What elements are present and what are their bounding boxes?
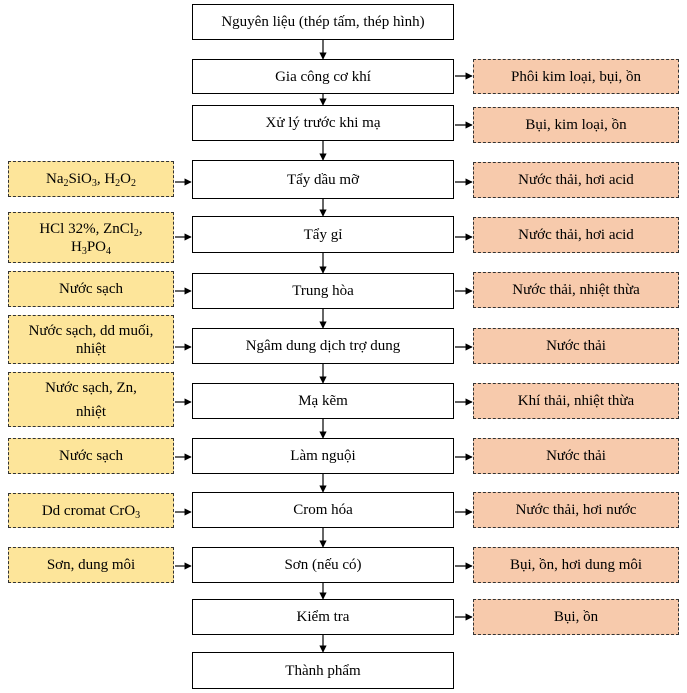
step-kiem-tra: Kiểm tra — [192, 599, 454, 635]
step-thanh-pham: Thành phẩm — [192, 652, 454, 689]
step-nguyen-lieu: Nguyên liệu (thép tấm, thép hình) — [192, 4, 454, 40]
input-tay-dau-mo: Na2SiO3, H2O2 — [8, 161, 174, 197]
step-ma-kem: Mạ kẽm — [192, 383, 454, 419]
input-ma-kem: Nước sạch, Zn,nhiệt — [8, 372, 174, 427]
output-crom-hoa: Nước thải, hơi nước — [473, 492, 679, 528]
output-gia-cong: Phôi kim loại, bụi, ồn — [473, 59, 679, 94]
output-ma-kem: Khí thải, nhiệt thừa — [473, 383, 679, 419]
step-ngam-tro-dung: Ngâm dung dịch trợ dung — [192, 328, 454, 364]
step-xu-ly-truoc-khi-ma: Xử lý trước khi mạ — [192, 105, 454, 141]
input-trung-hoa: Nước sạch — [8, 271, 174, 307]
step-son: Sơn (nếu có) — [192, 547, 454, 583]
input-lam-nguoi: Nước sạch — [8, 438, 174, 474]
output-xu-ly: Bụi, kim loại, ồn — [473, 107, 679, 143]
step-tay-gi: Tẩy gỉ — [192, 216, 454, 253]
output-tay-dau-mo: Nước thải, hơi acid — [473, 162, 679, 198]
output-kiem-tra: Bụi, ồn — [473, 599, 679, 635]
input-son: Sơn, dung môi — [8, 547, 174, 583]
output-trung-hoa: Nước thải, nhiệt thừa — [473, 272, 679, 308]
step-lam-nguoi: Làm nguội — [192, 438, 454, 474]
output-lam-nguoi: Nước thải — [473, 438, 679, 474]
step-crom-hoa: Crom hóa — [192, 492, 454, 528]
input-tay-gi: HCl 32%, ZnCl2,H3PO4 — [8, 212, 174, 263]
output-son: Bụi, ồn, hơi dung môi — [473, 547, 679, 583]
step-gia-cong-co-khi: Gia công cơ khí — [192, 59, 454, 94]
input-crom-hoa: Dd cromat CrO3 — [8, 493, 174, 528]
step-trung-hoa: Trung hòa — [192, 273, 454, 309]
step-tay-dau-mo: Tẩy dầu mỡ — [192, 160, 454, 199]
output-ngam-tro-dung: Nước thải — [473, 328, 679, 364]
input-ngam-tro-dung: Nước sạch, dd muối,nhiệt — [8, 315, 174, 364]
output-tay-gi: Nước thải, hơi acid — [473, 217, 679, 253]
